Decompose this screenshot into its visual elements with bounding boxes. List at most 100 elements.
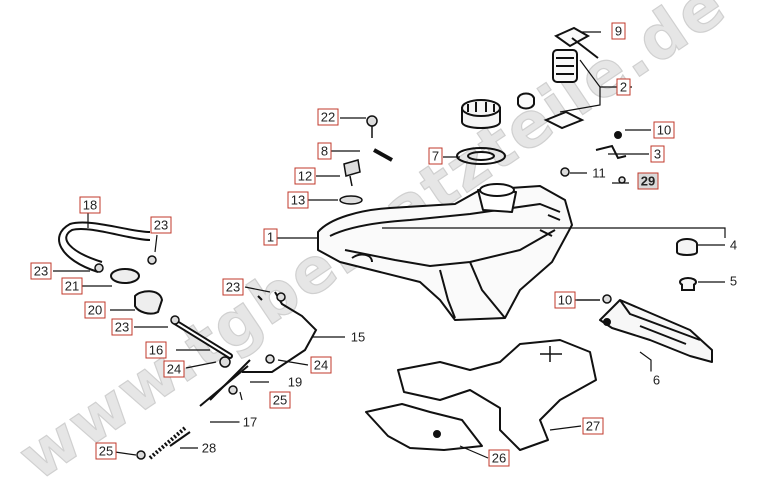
callout-c9: 9 <box>611 22 626 40</box>
callout-c18: 18 <box>79 196 101 214</box>
callout-box <box>653 121 675 139</box>
callout-box <box>726 272 741 290</box>
rubber-grommets <box>676 238 698 291</box>
callout-box <box>150 216 172 234</box>
callout-c13: 13 <box>287 191 309 209</box>
fuel-pump <box>517 26 599 130</box>
callout-number: 27 <box>586 419 600 434</box>
callout-box <box>61 277 83 295</box>
callout-box <box>294 167 316 185</box>
callout-box <box>347 328 369 346</box>
callout-c5: 5 <box>726 272 741 290</box>
callout-number: 23 <box>34 264 48 279</box>
callout-number: 3 <box>654 147 661 162</box>
callout-number: 15 <box>351 330 365 345</box>
callout-number: 26 <box>492 451 506 466</box>
fuel-hoses <box>58 221 318 460</box>
callout-number: 8 <box>321 144 328 159</box>
callout-number: 10 <box>558 293 572 308</box>
callout-number: 28 <box>202 441 216 456</box>
callout-box <box>582 417 604 435</box>
callout-c15: 15 <box>347 328 369 346</box>
callout-number: 25 <box>273 393 287 408</box>
callout-number: 23 <box>226 280 240 295</box>
callout-box <box>284 373 306 391</box>
callout-c22: 22 <box>317 108 339 126</box>
callout-box <box>726 236 741 254</box>
callout-box <box>317 142 332 160</box>
callout-box <box>588 164 610 182</box>
callout-c10a: 10 <box>653 121 675 139</box>
callout-number: 20 <box>88 303 102 318</box>
callout-box <box>428 147 443 165</box>
callout-number: 23 <box>115 320 129 335</box>
callout-c23d: 23 <box>222 278 244 296</box>
callout-box <box>488 449 510 467</box>
callout-number: 13 <box>291 193 305 208</box>
callout-number: 1 <box>267 230 274 245</box>
callout-box <box>269 391 291 409</box>
callout-box <box>79 196 101 214</box>
callout-box <box>84 301 106 319</box>
cap-gasket <box>456 147 506 165</box>
callout-number: 16 <box>149 343 163 358</box>
callout-c10b: 10 <box>554 291 576 309</box>
callout-number: 12 <box>298 169 312 184</box>
fuel-tank <box>317 183 573 321</box>
callout-c11: 11 <box>588 164 610 182</box>
callout-c23c: 23 <box>111 318 133 336</box>
callout-box <box>554 291 576 309</box>
leader-lines <box>53 31 726 459</box>
callout-number: 6 <box>653 373 660 388</box>
callout-number: 22 <box>321 110 335 125</box>
callout-box <box>650 145 665 163</box>
callout-box <box>222 278 244 296</box>
callout-box <box>287 191 309 209</box>
callout-c4: 4 <box>726 236 741 254</box>
callout-c16: 16 <box>145 341 167 359</box>
small-fasteners <box>94 115 626 460</box>
fuel-cap <box>461 99 501 129</box>
callout-number: 7 <box>432 149 439 164</box>
tank-support-bracket <box>599 299 713 363</box>
callout-c24b: 24 <box>310 356 332 374</box>
callout-c6: 6 <box>649 371 664 389</box>
callout-box <box>111 318 133 336</box>
callout-number: 11 <box>592 166 606 181</box>
callout-box <box>239 413 261 431</box>
callout-c25a: 25 <box>269 391 291 409</box>
callout-c21: 21 <box>61 277 83 295</box>
callout-number: 4 <box>730 238 737 253</box>
callout-c7: 7 <box>428 147 443 165</box>
callout-number: 2 <box>620 80 627 95</box>
callout-number: 25 <box>99 444 113 459</box>
callout-box <box>95 442 117 460</box>
callout-box <box>317 108 339 126</box>
callout-c3: 3 <box>650 145 665 163</box>
callout-box <box>198 439 220 457</box>
callout-c20: 20 <box>84 301 106 319</box>
callout-c1: 1 <box>263 228 278 246</box>
callout-c26: 26 <box>488 449 510 467</box>
callout-c17: 17 <box>239 413 261 431</box>
heat-shields <box>365 339 597 451</box>
callout-box <box>30 262 52 280</box>
callout-box <box>611 22 626 40</box>
callout-c2: 2 <box>616 78 631 96</box>
callout-box <box>649 371 664 389</box>
callout-box <box>145 341 167 359</box>
callout-number: 24 <box>167 362 181 377</box>
callout-box <box>637 172 659 190</box>
callout-box <box>616 78 631 96</box>
callout-c24a: 24 <box>163 360 185 378</box>
callout-box <box>163 360 185 378</box>
callout-c12: 12 <box>294 167 316 185</box>
callout-number: 24 <box>314 358 328 373</box>
callout-number: 5 <box>730 274 737 289</box>
callout-number: 19 <box>288 375 302 390</box>
callout-c27: 27 <box>582 417 604 435</box>
callout-number: 9 <box>615 24 622 39</box>
callout-number: 18 <box>83 198 97 213</box>
callout-box <box>263 228 278 246</box>
